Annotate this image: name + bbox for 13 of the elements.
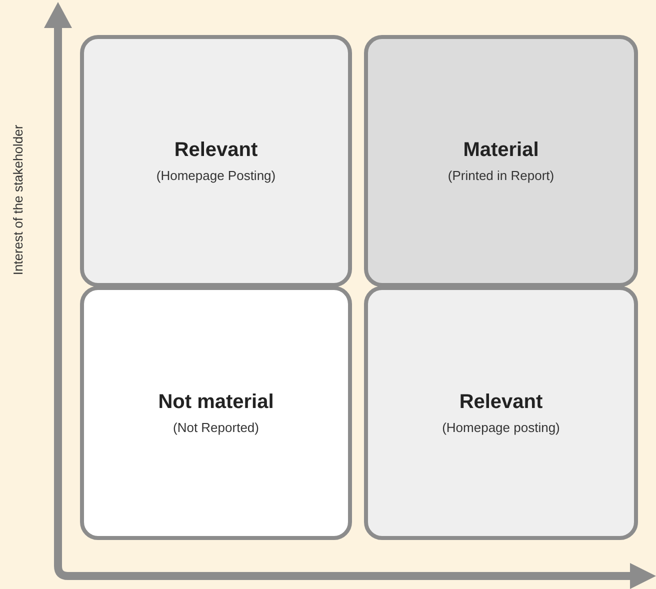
quadrant-box — [364, 35, 638, 287]
quadrant-title: Relevant — [174, 139, 258, 162]
y-axis-label: Interest of the stakeholder — [10, 124, 26, 276]
quadrant-box — [80, 286, 352, 540]
quadrant-subtitle: (Homepage Posting) — [156, 168, 276, 183]
quadrant-title: Material — [463, 139, 539, 162]
quadrant-title: Relevant — [459, 391, 543, 414]
quadrant-subtitle: (Homepage posting) — [442, 420, 560, 435]
quadrant-box — [80, 35, 352, 287]
quadrant-subtitle: (Printed in Report) — [448, 168, 554, 183]
quadrant-box — [364, 286, 638, 540]
quadrant-subtitle: (Not Reported) — [173, 420, 259, 435]
quadrant-title: Not material — [158, 391, 274, 414]
